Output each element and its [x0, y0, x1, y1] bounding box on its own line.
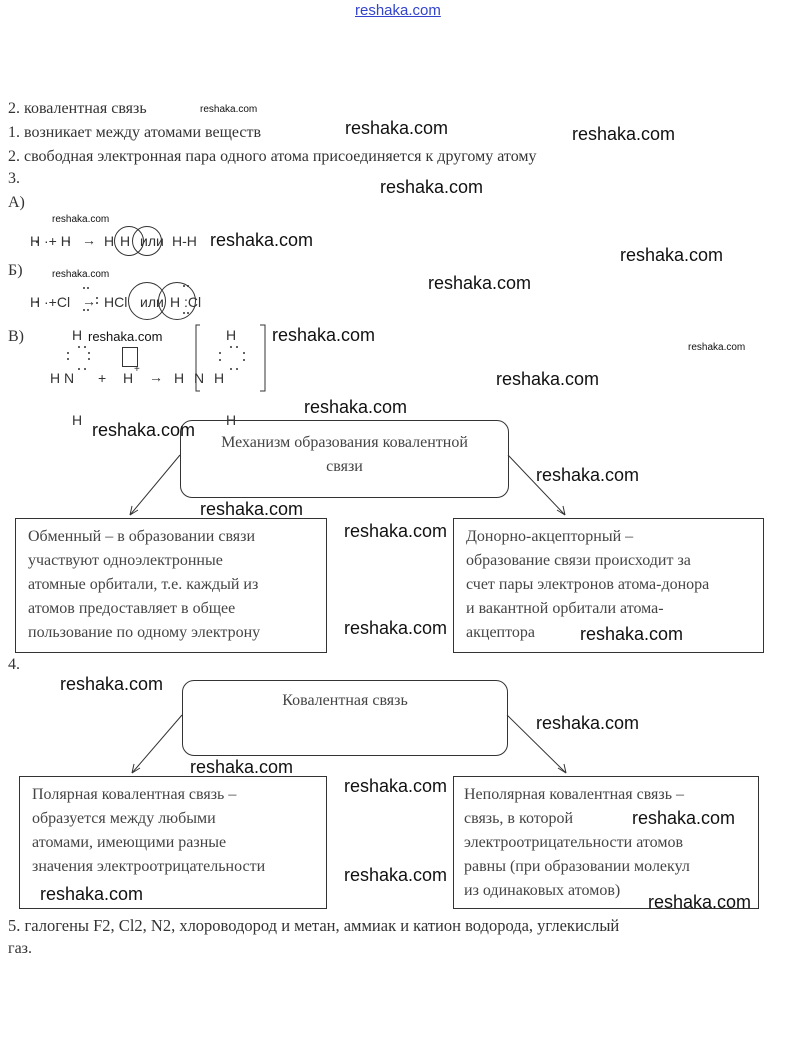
- box-line: связь, в которой: [464, 810, 574, 827]
- answer-line-1: 1. возникает между атомами веществ: [8, 124, 262, 141]
- donor-acceptor-box: Донорно-акцепторный – образование связи …: [453, 518, 764, 653]
- orbital-circle: [158, 282, 196, 320]
- part-b-label: Б): [8, 262, 23, 279]
- ammonium-n: N: [194, 370, 205, 386]
- root-line: Механизм образования ковалентной: [221, 434, 468, 451]
- part-v-label: В): [8, 328, 24, 345]
- answer-3-label: 3.: [8, 170, 20, 187]
- watermark: reshaka.com: [210, 230, 314, 250]
- ammonium-h-top: H: [226, 327, 237, 343]
- equation-b-reactants: H ·+Cl: [30, 294, 71, 310]
- watermark: reshaka.com: [428, 273, 532, 293]
- box-line: образование связи происходит за: [466, 552, 691, 569]
- watermark: reshaka.com: [632, 808, 736, 828]
- box-line: пользование по одному электрону: [28, 624, 261, 641]
- watermark: reshaka.com: [40, 884, 144, 904]
- answer-line-2: 2. свободная электронная пара одного ато…: [8, 148, 537, 165]
- equation-b-cl: :Cl: [184, 294, 202, 310]
- ammonia-h-bottom: H: [72, 412, 83, 428]
- box-line: Донорно-акцепторный –: [466, 528, 634, 545]
- site-link[interactable]: reshaka.com: [355, 2, 441, 19]
- box-line: Неполярная ковалентная связь –: [464, 786, 685, 803]
- covalent-root-box: Ковалентная связь: [182, 680, 508, 756]
- watermark: reshaka.com: [620, 245, 724, 265]
- proton-h: H: [123, 370, 134, 386]
- equation-b-hcl: HCl: [104, 294, 128, 310]
- arrow: →: [82, 293, 96, 309]
- box-line: атомные орбитали, т.е. каждый из: [28, 576, 259, 593]
- arrow: →: [149, 369, 163, 385]
- plus: +: [98, 370, 107, 386]
- answer-5-line-end: газ.: [8, 940, 32, 957]
- ammonia-h-top: H: [72, 327, 83, 343]
- vacant-orbital-box: [122, 347, 138, 367]
- box-line: атомов предоставляет в общее: [28, 600, 236, 617]
- box-line: Обменный – в образовании связи: [28, 528, 256, 545]
- nonpolar-bond-box: Неполярная ковалентная связь – связь, в …: [453, 776, 759, 909]
- ammonium-h-right: H: [214, 370, 225, 386]
- watermark: reshaka.com: [380, 177, 484, 197]
- box-line: образуется между любыми: [32, 810, 216, 827]
- root-line: Ковалентная связь: [282, 692, 408, 709]
- watermark: reshaka.com: [200, 499, 304, 519]
- box-line: акцептора: [466, 624, 535, 641]
- ammonium-h-left: H: [174, 370, 185, 386]
- watermark: reshaka.com: [200, 104, 258, 115]
- equation-a-h: H: [104, 233, 115, 249]
- watermark: reshaka.com: [92, 420, 196, 440]
- equation-a-or: или: [140, 233, 164, 249]
- watermark: reshaka.com: [88, 329, 163, 344]
- exchange-mechanism-box: Обменный – в образовании связи участвуют…: [15, 518, 327, 653]
- watermark: reshaka.com: [648, 892, 752, 912]
- equation-a-reactants: H ·+ H: [30, 233, 71, 249]
- orbital-circle: [132, 226, 162, 256]
- answer-4-label: 4.: [8, 656, 20, 673]
- watermark: reshaka.com: [190, 757, 294, 777]
- watermark: reshaka.com: [52, 269, 110, 280]
- watermark: reshaka.com: [60, 674, 164, 694]
- box-line: значения электроотрицательности: [32, 858, 266, 875]
- watermark: reshaka.com: [345, 118, 449, 138]
- mechanism-root-box: Механизм образования ковалентной связи: [180, 420, 509, 498]
- box-line: Полярная ковалентная связь –: [32, 786, 237, 803]
- box-line: участвуют одноэлектронные: [28, 552, 223, 569]
- watermark: reshaka.com: [536, 465, 640, 485]
- watermark: reshaka.com: [344, 776, 448, 796]
- equation-b-or: или: [140, 294, 164, 310]
- root-line: связи: [326, 458, 363, 475]
- watermark: reshaka.com: [536, 713, 640, 733]
- box-line: из одинаковых атомов): [464, 882, 621, 899]
- box-line: и вакантной орбитали атома-: [466, 600, 664, 617]
- watermark: reshaka.com: [344, 618, 448, 638]
- watermark: reshaka.com: [304, 397, 408, 417]
- watermark: reshaka.com: [688, 342, 746, 353]
- watermark: reshaka.com: [344, 865, 448, 885]
- answer-2-heading: 2. ковалентная связь: [8, 100, 147, 117]
- proton-charge: +: [134, 364, 140, 375]
- ammonia-hn: H N: [50, 370, 75, 386]
- polar-bond-box: Полярная ковалентная связь – образуется …: [19, 776, 327, 909]
- watermark: reshaka.com: [496, 369, 600, 389]
- watermark: reshaka.com: [272, 325, 376, 345]
- box-line: атомами, имеющими разные: [32, 834, 227, 851]
- part-a-label: А): [8, 194, 25, 211]
- box-line: равны (при образовании молекул: [464, 858, 690, 875]
- equation-b-h: H: [170, 294, 181, 310]
- watermark: reshaka.com: [344, 521, 448, 541]
- watermark: reshaka.com: [580, 624, 684, 644]
- arrow: →: [82, 232, 96, 248]
- box-line: счет пары электронов атома-донора: [466, 576, 710, 593]
- box-line: электроотрицательности атомов: [464, 834, 684, 851]
- equation-a-h2: H: [120, 233, 131, 249]
- equation-a-product: H-H: [172, 233, 197, 249]
- watermark: reshaka.com: [52, 214, 110, 225]
- answer-5-line: 5. галогены F2, Cl2, N2, хлороводород и …: [8, 916, 620, 935]
- watermark: reshaka.com: [572, 124, 676, 144]
